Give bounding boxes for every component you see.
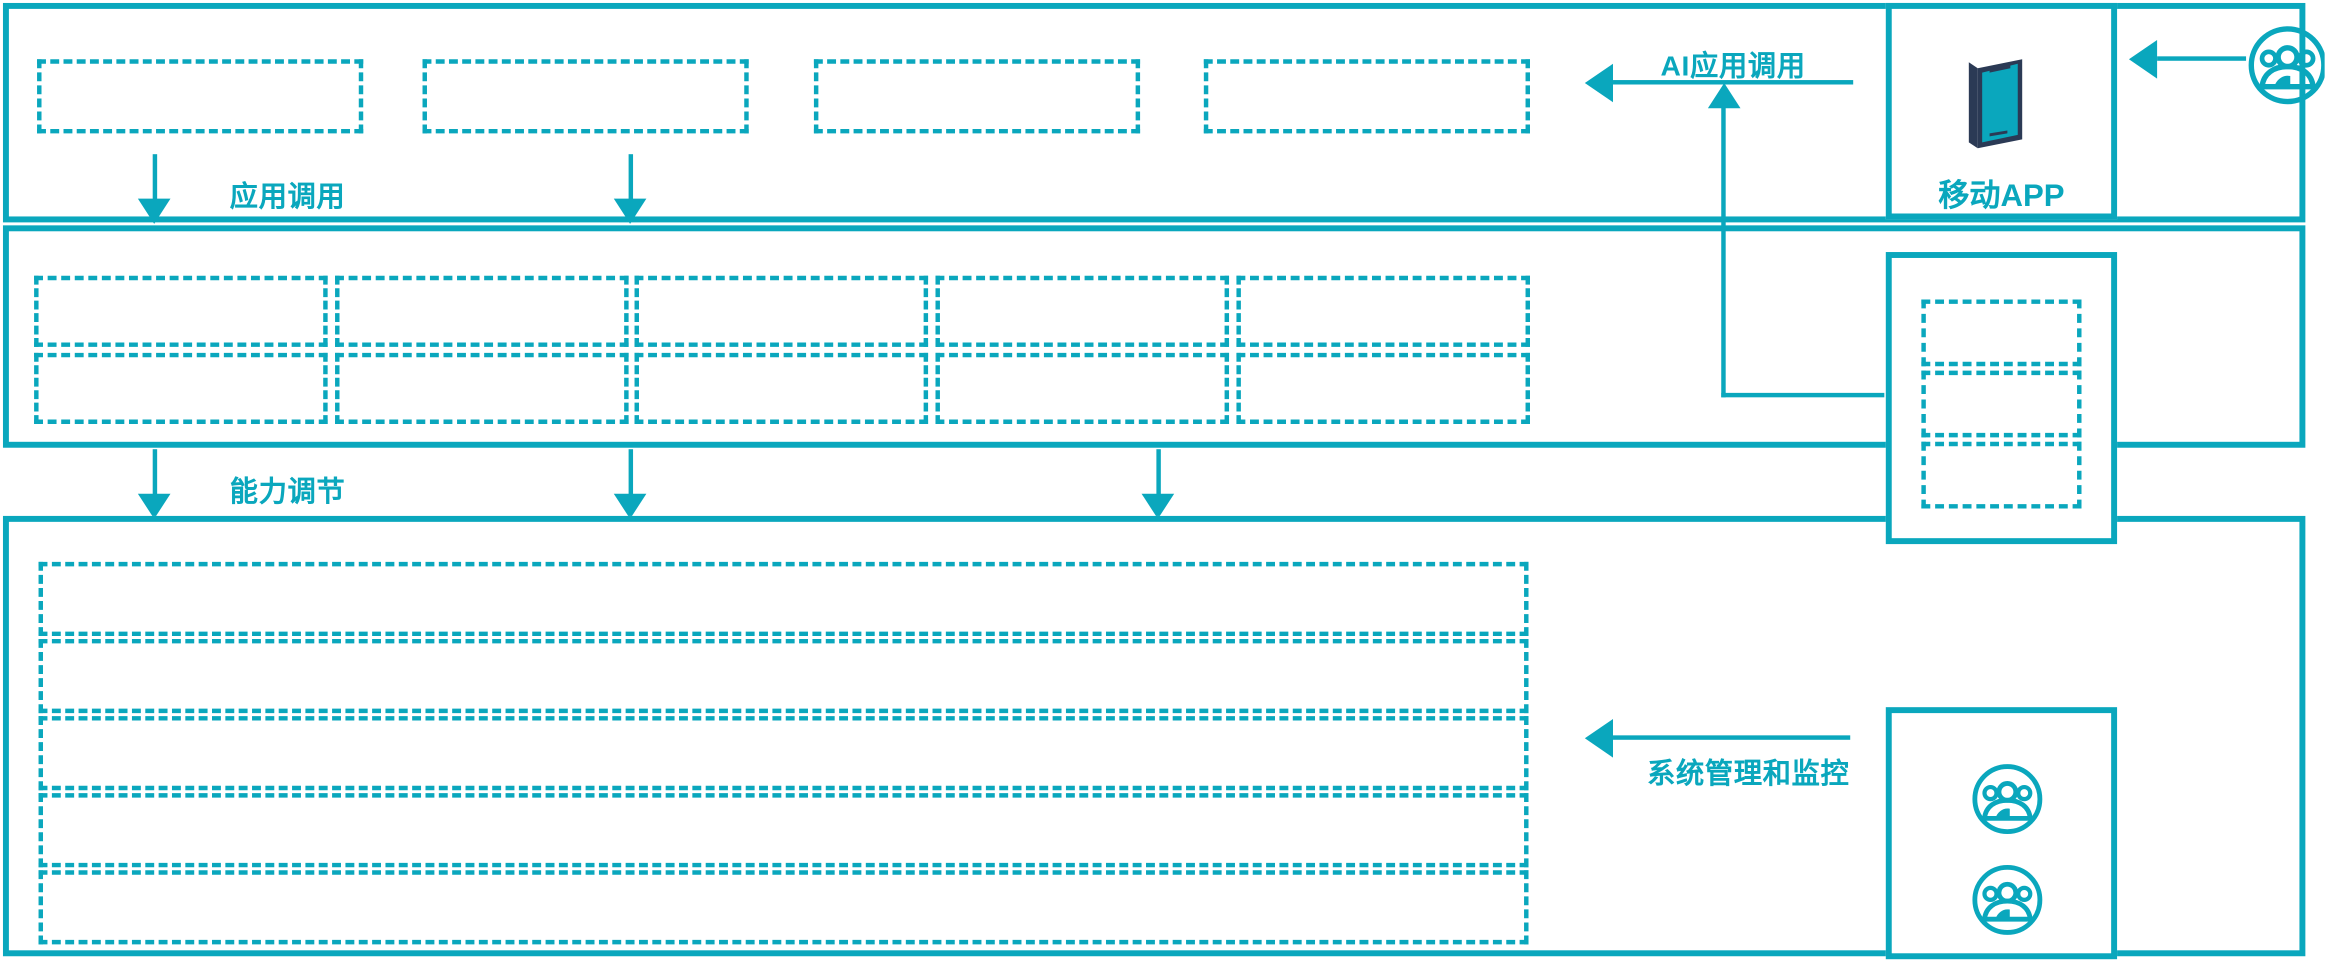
capability-adjust-arrow-3 (1141, 493, 1175, 519)
app-invoke-line-1 (152, 154, 158, 211)
channel-slot-3[interactable] (1921, 441, 2082, 509)
channel-uplink-arrow (1707, 83, 1741, 109)
capability-slot-r1c2[interactable] (335, 275, 629, 347)
ai-app-invoke-label: AI应用调用 (1660, 51, 1806, 84)
capability-slot-r1c5[interactable] (1236, 275, 1530, 347)
system-admin-monitor-line (1613, 735, 1851, 740)
mobile-app-card[interactable]: 移动APP (1885, 2, 2118, 220)
ai-app-invoke-arrow (1584, 63, 1614, 103)
capability-slot-r2c4[interactable] (935, 352, 1230, 425)
app-invoke-line-2 (628, 154, 634, 211)
infrastructure-band-2[interactable] (38, 638, 1529, 714)
capability-adjust-line-1 (152, 449, 158, 506)
app-invoke-arrow-1 (137, 198, 171, 224)
smartphone-icon (1954, 42, 2058, 162)
capability-slot-r2c3[interactable] (634, 352, 929, 425)
channel-slot-1[interactable] (1921, 299, 2082, 367)
channel-slot-2[interactable] (1921, 370, 2082, 438)
application-slot-3[interactable] (813, 59, 1141, 134)
capability-slot-r2c1[interactable] (34, 352, 328, 425)
infrastructure-band-1[interactable] (38, 561, 1529, 637)
infrastructure-band-3[interactable] (38, 716, 1529, 791)
infrastructure-band-5[interactable] (38, 870, 1529, 945)
app-invoke-arrow-2 (613, 198, 647, 224)
capability-adjust-arrow-2 (613, 493, 647, 519)
capability-adjust-label: 能力调节 (229, 477, 346, 509)
channel-uplink-line (1721, 100, 1726, 398)
application-slot-4[interactable] (1203, 59, 1530, 134)
capability-slot-r2c2[interactable] (335, 352, 629, 425)
system-admin-monitor-label: 系统管理和监控 (1647, 759, 1850, 791)
ai-app-invoke-line (1613, 80, 1854, 85)
user-group-icon (2245, 22, 2325, 115)
user-group-icon-admin-1 (1969, 761, 2046, 846)
end-user-link-line (2157, 56, 2247, 61)
capability-slot-r1c4[interactable] (935, 275, 1230, 347)
infrastructure-band-4[interactable] (38, 793, 1529, 868)
channel-uplink-elbow (1721, 392, 1885, 398)
app-invoke-label: 应用调用 (229, 182, 346, 214)
user-group-icon-admin-2 (1969, 861, 2046, 946)
operations-card[interactable] (1885, 707, 2118, 960)
capability-slot-r2c5[interactable] (1236, 352, 1530, 425)
end-user-link-arrow (2128, 40, 2158, 79)
mobile-app-label: 移动APP (1938, 179, 2065, 214)
capability-slot-r1c1[interactable] (34, 275, 328, 347)
capability-adjust-line-2 (628, 449, 634, 506)
capability-adjust-line-3 (1156, 449, 1161, 506)
capability-adjust-arrow-1 (137, 493, 171, 519)
system-admin-monitor-arrow (1584, 719, 1614, 758)
application-slot-1[interactable] (37, 59, 364, 134)
application-slot-2[interactable] (422, 59, 749, 134)
capability-slot-r1c3[interactable] (634, 275, 929, 347)
